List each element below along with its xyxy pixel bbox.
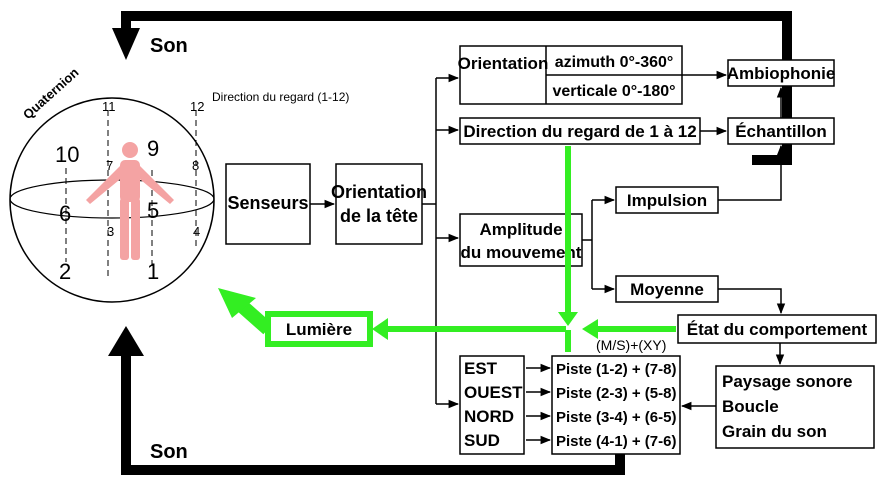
lumiere-label: Lumière bbox=[286, 320, 352, 339]
echantillon-label: Échantillon bbox=[735, 122, 827, 141]
senseurs-label: Senseurs bbox=[227, 193, 308, 213]
paysage-box bbox=[715, 365, 875, 449]
sphere-number-5: 5 bbox=[147, 198, 159, 223]
orientation-label: Orientation bbox=[458, 54, 549, 73]
direction-regard-small-label: Direction du regard (1-12) bbox=[212, 90, 349, 104]
paysage-label-1: Paysage sonore bbox=[722, 372, 852, 391]
direction-regard-box bbox=[459, 117, 701, 145]
amplitude-label-1: Amplitude bbox=[479, 220, 562, 239]
etat-label: État du comportement bbox=[687, 320, 868, 339]
sphere-number-4: 4 bbox=[193, 224, 200, 239]
pistes-box bbox=[551, 355, 681, 455]
paysage-label-3: Grain du son bbox=[722, 422, 827, 441]
sphere-number-11: 11 bbox=[102, 99, 116, 114]
sphere-number-10: 10 bbox=[55, 142, 79, 167]
verticale-label: verticale 0°-180° bbox=[552, 83, 675, 100]
senseurs-box bbox=[225, 163, 311, 245]
direction-sud: SUD bbox=[464, 431, 500, 450]
amplitude-label-2: du mouvement bbox=[461, 243, 582, 262]
piste-4: Piste (4-1) + (7-6) bbox=[556, 433, 676, 450]
moyenne-label: Moyenne bbox=[630, 280, 704, 299]
lumiere-box bbox=[265, 311, 373, 347]
impulsion-box bbox=[615, 186, 719, 214]
sphere-number-6: 6 bbox=[59, 201, 71, 226]
impulsion-label: Impulsion bbox=[627, 191, 707, 210]
human-figure-icon bbox=[86, 142, 174, 260]
orientation-tete-box bbox=[335, 163, 423, 245]
sphere-number-2: 2 bbox=[59, 259, 71, 284]
orientation-tete-label-1: Orientation bbox=[331, 182, 427, 202]
etat-box bbox=[677, 314, 877, 344]
orientation-tete-label-2: de la tête bbox=[340, 206, 418, 226]
ambiophonie-label: Ambiophonie bbox=[727, 64, 836, 83]
sphere-number-8: 8 bbox=[192, 158, 199, 173]
arrow-moyenne-etat bbox=[718, 288, 786, 315]
son-loop-top bbox=[112, 11, 792, 165]
directions-box bbox=[459, 355, 525, 455]
piste-1: Piste (1-2) + (7-8) bbox=[556, 361, 676, 378]
ms-xy-label: (M/S)+(XY) bbox=[596, 337, 666, 353]
piste-3: Piste (3-4) + (6-5) bbox=[556, 409, 676, 426]
green-arrows bbox=[218, 146, 676, 352]
quaternion-sphere bbox=[9, 97, 215, 303]
ambiophonie-box bbox=[727, 59, 835, 87]
azimuth-label: azimuth 0°-360° bbox=[555, 54, 674, 71]
direction-ouest: OUEST bbox=[464, 383, 523, 402]
sphere-number-7: 7 bbox=[106, 158, 113, 173]
direction-nord: NORD bbox=[464, 407, 514, 426]
direction-regard-label: Direction du regard de 1 à 12 bbox=[463, 122, 696, 141]
son-label-top: Son bbox=[150, 35, 188, 57]
son-label-bottom: Son bbox=[150, 441, 188, 463]
sphere-number-3: 3 bbox=[107, 224, 114, 239]
sphere-number-12: 12 bbox=[190, 99, 204, 114]
sphere-number-9: 9 bbox=[147, 136, 159, 161]
paysage-label-2: Boucle bbox=[722, 397, 779, 416]
sphere-number-1: 1 bbox=[147, 259, 159, 284]
echantillon-box bbox=[727, 117, 835, 145]
arrow-impulsion-echantillon bbox=[718, 144, 786, 201]
direction-est: EST bbox=[464, 359, 498, 378]
son-loop-bottom bbox=[108, 326, 625, 475]
piste-2: Piste (2-3) + (5-8) bbox=[556, 385, 676, 402]
